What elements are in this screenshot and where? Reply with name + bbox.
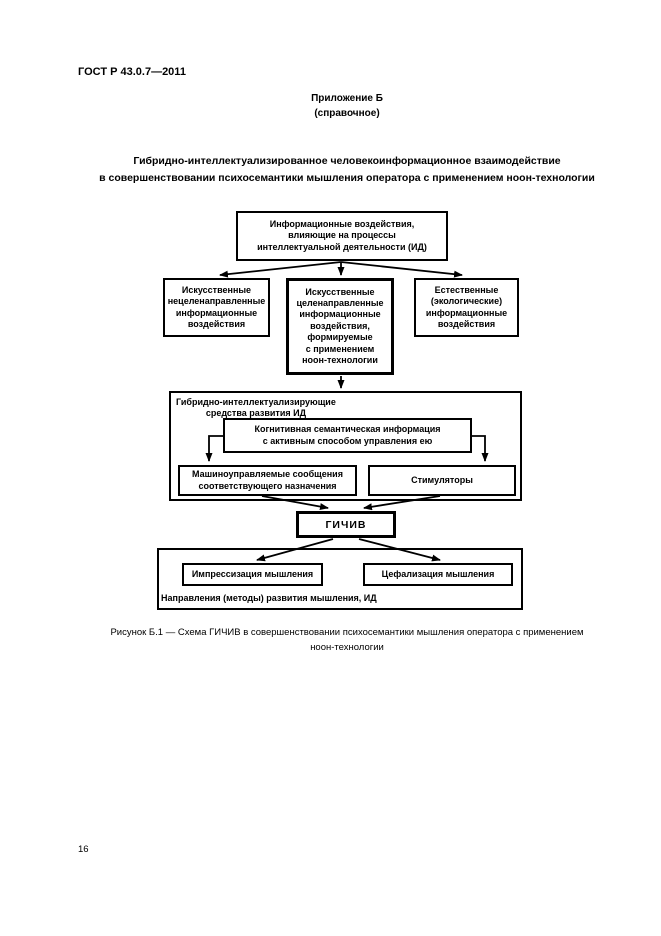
node-cognitive-semantic-information: Когнитивная семантическая информация с а… — [223, 418, 472, 453]
arrow-info-to-natural — [340, 261, 463, 278]
node-text-line: нецеленаправленные — [167, 296, 266, 307]
node-text-line: Искусственные — [181, 284, 252, 295]
arrow-cognitive-to-stimulators — [472, 435, 489, 462]
figure-caption: Рисунок Б.1 — Схема ГИЧИВ в совершенство… — [33, 626, 661, 655]
node-text-line: воздействия, — [310, 320, 370, 331]
node-machine-controlled-messages: Машиноуправляемые сообщения соответствую… — [178, 465, 357, 496]
group-label: Гибридно-интеллектуализирующие средства … — [176, 397, 336, 419]
node-text-line: соответствующего назначения — [198, 480, 337, 491]
node-text-line: информационные — [175, 307, 258, 318]
arrow-stimulators-to-gichiv — [363, 495, 441, 511]
node-text-line: Когнитивная семантическая информация — [254, 424, 441, 435]
group-thinking-development-directions — [157, 548, 523, 610]
node-cephalization: Цефализация мышления — [363, 563, 513, 586]
node-text-line: информационные — [299, 309, 381, 320]
node-text-line: ноон-технологии — [302, 355, 378, 366]
node-text-line: Машиноуправляемые сообщения — [192, 469, 343, 480]
node-artificial-nontargeted: Искусственные нецеленаправленные информа… — [163, 278, 270, 337]
node-text-line: Стимуляторы — [411, 474, 473, 485]
node-text-line: информационные — [425, 307, 508, 318]
node-text-line: воздействия — [437, 318, 496, 329]
node-text-line: формируемые — [307, 332, 373, 343]
node-artificial-targeted: Искусственные целенаправленные информаци… — [286, 278, 394, 375]
appendix-heading: Приложение Б (справочное) — [33, 92, 661, 121]
node-text-line: с применением — [305, 343, 375, 354]
node-text-line: Естественные — [434, 284, 499, 295]
node-information-influences: Информационные воздействия, влияющие на … — [236, 211, 448, 261]
group-hybrid-intellectualizing-means: Гибридно-интеллектуализирующие средства … — [169, 391, 522, 501]
title-line-2: в совершенствовании психосемантики мышле… — [99, 172, 595, 184]
node-gichiv: ГИЧИВ — [296, 511, 396, 538]
node-text-line: (экологические) — [430, 296, 503, 307]
figure-main-title: Гибридно-интеллектуализированное человек… — [33, 153, 661, 187]
group-label-line: Гибридно-интеллектуализирующие — [176, 397, 336, 407]
group-label-line: средства развития ИД — [205, 408, 306, 418]
node-stimulators: Стимуляторы — [368, 465, 516, 496]
node-text-line: влияющие на процессы — [288, 230, 396, 241]
node-text-line: Искусственные — [305, 286, 375, 297]
arrow-machine-messages-to-gichiv — [261, 495, 329, 511]
caption-line-2: ноон-технологии — [310, 641, 384, 653]
title-line-1: Гибридно-интеллектуализированное человек… — [133, 155, 561, 167]
node-text-line: Импрессизация мышления — [191, 568, 314, 579]
node-text-line: ГИЧИВ — [325, 518, 367, 531]
document-code: ГОСТ Р 43.0.7—2011 — [78, 66, 186, 78]
node-text-line: Цефализация мышления — [381, 568, 495, 579]
page-number: 16 — [78, 844, 89, 855]
appendix-subtitle: (справочное) — [314, 107, 380, 119]
group-bottom-label: Направления (методы) развития мышления, … — [161, 593, 377, 603]
node-text-line: воздействия — [187, 318, 246, 329]
appendix-title: Приложение Б — [311, 93, 383, 104]
arrow-cognitive-to-machine-messages — [205, 435, 223, 462]
node-natural-ecological: Естественные (экологические) информацион… — [414, 278, 519, 337]
node-text-line: с активным способом управления ею — [262, 435, 433, 446]
node-text-line: интеллектуальной деятельности (ИД) — [257, 241, 427, 252]
node-text-line: целенаправленные — [296, 297, 384, 308]
arrow-info-to-artificial-nontargeted — [219, 261, 342, 278]
node-impressization: Импрессизация мышления — [182, 563, 323, 586]
node-text-line: Информационные воздействия, — [269, 218, 415, 229]
caption-line-1: Рисунок Б.1 — Схема ГИЧИВ в совершенство… — [110, 627, 584, 638]
